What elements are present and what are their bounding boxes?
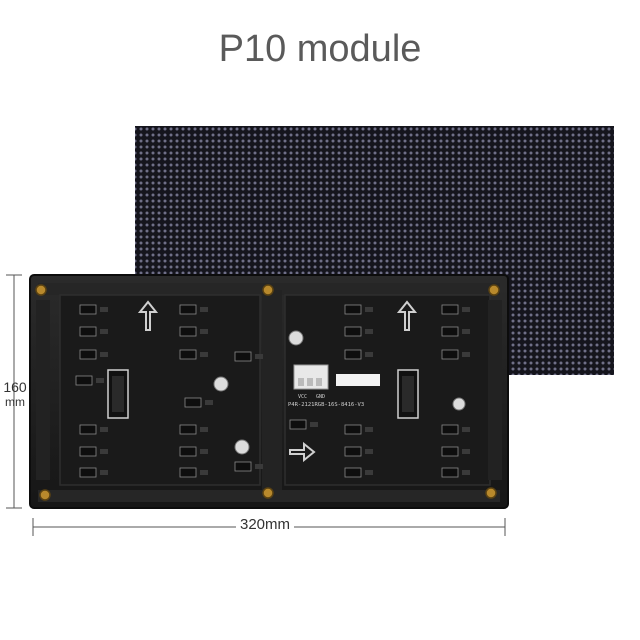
driver-chip xyxy=(441,446,459,457)
height-dimension-label: 160 mm xyxy=(0,380,30,410)
driver-chip xyxy=(234,461,252,472)
driver-chip xyxy=(75,375,93,386)
smd-component xyxy=(462,449,470,454)
direction-arrows xyxy=(137,300,418,463)
driver-chip xyxy=(234,351,252,362)
driver-chip xyxy=(441,304,459,315)
smd-component xyxy=(365,427,373,432)
smd-component xyxy=(462,352,470,357)
smd-component xyxy=(462,307,470,312)
smd-component xyxy=(365,470,373,475)
smd-component xyxy=(200,329,208,334)
driver-chip xyxy=(79,446,97,457)
smd-component xyxy=(310,422,318,427)
hub-connector-left xyxy=(107,369,129,419)
vcc-label: VCC xyxy=(298,394,307,400)
driver-chip xyxy=(179,326,197,337)
smd-component xyxy=(462,427,470,432)
width-dimension-label: 320mm xyxy=(236,516,295,533)
smd-component xyxy=(200,449,208,454)
driver-chip xyxy=(79,326,97,337)
smd-component xyxy=(462,470,470,475)
driver-chip xyxy=(79,467,97,478)
driver-chip xyxy=(441,349,459,360)
smd-component xyxy=(200,352,208,357)
driver-chip xyxy=(179,467,197,478)
smd-component xyxy=(200,427,208,432)
driver-chip xyxy=(79,349,97,360)
smd-component xyxy=(96,378,104,383)
label-sticker xyxy=(336,374,380,386)
smd-component xyxy=(255,464,263,469)
power-connector xyxy=(293,364,329,390)
driver-chip xyxy=(441,326,459,337)
smd-component xyxy=(365,329,373,334)
driver-chip xyxy=(344,424,362,435)
smd-component xyxy=(255,354,263,359)
smd-component xyxy=(365,449,373,454)
driver-chip xyxy=(441,467,459,478)
height-value: 160 xyxy=(3,379,27,395)
driver-chips xyxy=(75,304,470,478)
driver-chip xyxy=(289,419,307,430)
driver-chip xyxy=(179,349,197,360)
driver-chip xyxy=(344,446,362,457)
driver-chip xyxy=(344,467,362,478)
height-unit: mm xyxy=(5,395,25,409)
driver-chip xyxy=(441,424,459,435)
smd-component xyxy=(100,329,108,334)
smd-component xyxy=(100,427,108,432)
dimension-height-line xyxy=(6,274,22,509)
driver-chip xyxy=(344,326,362,337)
driver-chip xyxy=(179,446,197,457)
smd-component xyxy=(205,400,213,405)
driver-chip xyxy=(79,304,97,315)
smd-component xyxy=(100,449,108,454)
capacitors xyxy=(213,330,466,455)
smd-component xyxy=(462,329,470,334)
page-title: P10 module xyxy=(218,28,422,70)
hub-connector-right xyxy=(397,369,419,419)
part-number-label: P4R-2121RGB-16S-8416-V3 xyxy=(288,402,364,408)
driver-chip xyxy=(179,304,197,315)
driver-chip xyxy=(79,424,97,435)
gnd-label: GND xyxy=(316,394,325,400)
smd-component xyxy=(100,470,108,475)
mounting-screws xyxy=(35,284,500,501)
smd-component xyxy=(365,352,373,357)
driver-chip xyxy=(344,349,362,360)
smd-component xyxy=(100,307,108,312)
smd-component xyxy=(365,307,373,312)
driver-chip xyxy=(344,304,362,315)
smd-component xyxy=(200,307,208,312)
smd-component xyxy=(200,470,208,475)
driver-chip xyxy=(184,397,202,408)
driver-chip xyxy=(179,424,197,435)
smd-component xyxy=(100,352,108,357)
